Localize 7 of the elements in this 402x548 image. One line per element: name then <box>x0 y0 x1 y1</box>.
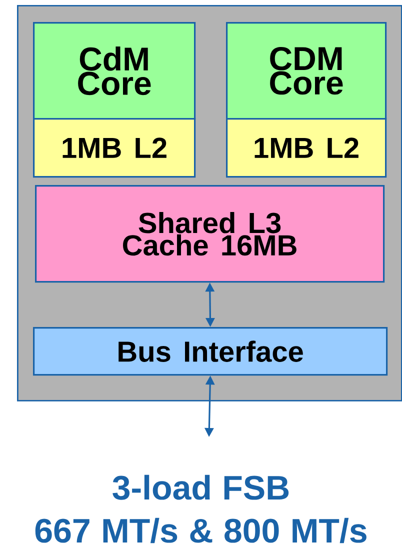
bus-label: 3-load FSB 667 MT/s & 800 MT/s <box>35 474 366 544</box>
cache-box: 1MB L2 <box>226 118 387 178</box>
cache-box: Shared L3 Cache 16MB <box>35 185 385 283</box>
bus-interface-box: Bus Interface <box>33 327 388 376</box>
core-box: CdM Core <box>33 22 196 120</box>
cache-box: 1MB L2 <box>33 118 196 178</box>
core-box: CDM Core <box>226 22 387 120</box>
